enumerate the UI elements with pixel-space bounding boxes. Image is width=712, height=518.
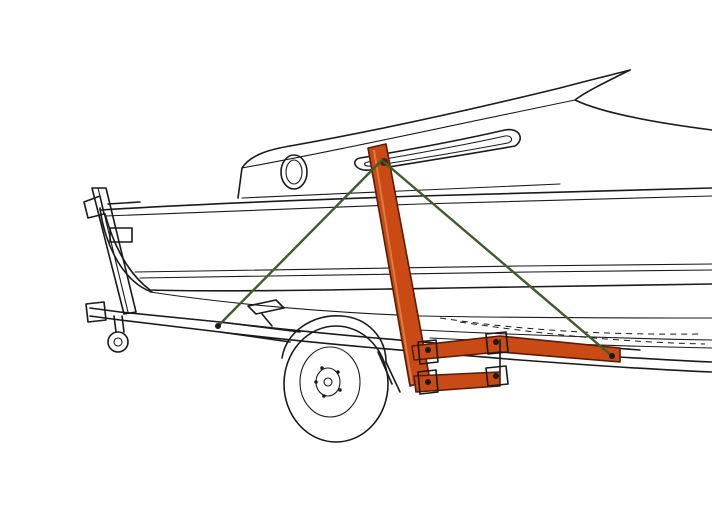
hitch	[85, 301, 129, 353]
support-frame	[367, 143, 621, 395]
tie-down-lines	[215, 158, 615, 359]
porthole	[280, 154, 308, 190]
wheel	[281, 315, 401, 443]
boat-hull	[99, 187, 712, 345]
trailer-frame	[85, 299, 712, 373]
winch-post	[83, 187, 141, 315]
cabin	[237, 69, 712, 199]
cabin-window	[354, 128, 521, 171]
